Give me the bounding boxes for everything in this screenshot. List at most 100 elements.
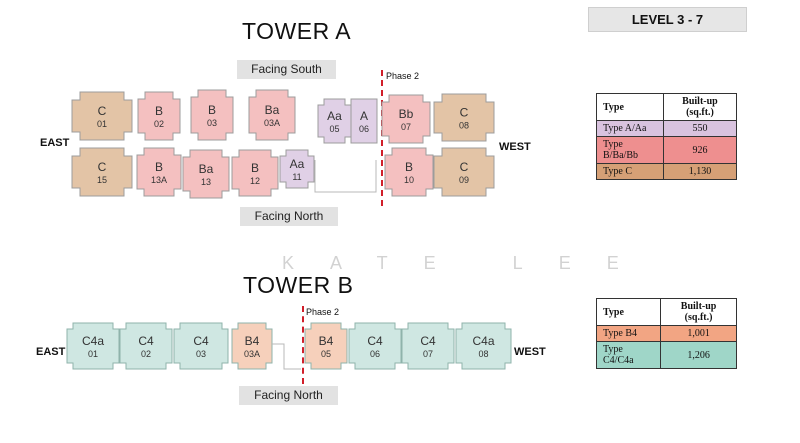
unit-shape [136,147,182,197]
unit-shape [384,147,434,197]
unit-08: C08 [433,93,495,142]
tower-b-east-label: EAST [36,346,66,358]
unit-type-label: C4 [193,334,209,348]
unit-type-label: C4 [138,334,154,348]
unit-type-label: B [251,161,259,175]
unit-shape [71,91,133,141]
unit-type-label: C [460,106,469,120]
unit-number-label: 05 [321,349,331,359]
unit-type-label: A [360,109,368,123]
unit-type-label: Aa [327,109,342,123]
unit-shape [66,322,120,370]
tower-a-legend-table: Type Built-up (sq.ft.) Type A/Aa 550 Typ… [596,93,738,180]
unit-number-label: 03A [264,118,280,128]
unit-type-label: C [98,160,107,174]
unit-number-label: 02 [154,119,164,129]
tower-b-phase-line [302,306,304,384]
tower-b-phase-label: Phase 2 [306,307,340,317]
unit-01: C01 [71,91,133,141]
tower-b-title: TOWER B [243,272,354,298]
tower-b-legend-area-header: Built-up (sq.ft.) [660,298,737,326]
unit-12: B12 [231,149,279,197]
tower-a-corridor [314,160,377,193]
tower-b-corridor [272,343,301,370]
unit-type-label: B4 [319,334,334,348]
unit-03: B03 [190,89,234,141]
unit-number-label: 11 [292,172,301,182]
unit-shape [231,322,273,370]
unit-09: C09 [433,147,495,197]
unit-type-label: Aa [290,157,305,171]
unit-type-label: C [98,104,107,118]
unit-type-label: C4a [472,334,494,348]
unit-number-label: 12 [250,176,260,186]
unit-shape [173,322,229,370]
legend-row-value: 1,206 [660,341,737,369]
unit-type-label: B [155,160,163,174]
unit-number-label: 02 [141,349,151,359]
unit-number-label: 05 [329,124,339,134]
unit-type-label: B [405,160,413,174]
unit-number-label: 07 [401,122,411,132]
unit-type-label: B4 [245,334,260,348]
tower-a-legend-type-header: Type [596,93,664,121]
unit-number-label: 01 [88,349,98,359]
unit-type-label: C4 [367,334,383,348]
tower-b-west-label: WEST [514,346,546,358]
tower-a-phase-label: Phase 2 [386,71,420,81]
tower-a-west-label: WEST [499,141,531,153]
unit-shape [71,147,133,197]
tower-a-legend-area-header: Built-up (sq.ft.) [662,93,738,121]
unit-shape [190,89,234,141]
legend-row-value: 1,001 [660,325,737,342]
unit-number-label: 03 [207,118,217,128]
legend-row-type: Type C4/C4a [595,341,662,369]
tower-a-title: TOWER A [242,18,352,44]
tower-a-east-label: EAST [40,137,70,149]
unit-shape [350,98,378,144]
unit-shape [381,94,431,144]
unit-10: B10 [384,147,434,197]
unit-number-label: 01 [97,119,107,129]
unit-shape [317,98,352,144]
unit-type-label: C4a [82,334,104,348]
tower-b-legend-type-header: Type [595,298,662,326]
legend-row-type: Type B4 [595,325,662,342]
level-badge: LEVEL 3 - 7 [588,7,747,32]
legend-row-value: 1,130 [662,163,738,180]
unit-shape [119,322,173,370]
unit-number-label: 15 [97,175,107,185]
tower-b-facing-north: Facing North [239,386,338,405]
unit-number-label: 06 [359,124,369,134]
unit-type-label: Ba [199,162,214,176]
unit-number-label: 08 [459,121,469,131]
tower-a-facing-south: Facing South [237,60,336,79]
unit-shape [348,322,402,370]
unit-number-label: 07 [423,349,433,359]
unit-number-label: 10 [404,175,414,185]
unit-shape [182,149,230,199]
unit-number-label: 13A [151,175,167,185]
unit-number-label: 03A [244,349,260,359]
unit-number-label: 03 [196,349,206,359]
unit-shape [248,89,296,141]
tower-a-phase-line [381,70,383,206]
unit-shape [401,322,455,370]
unit-type-label: B [155,104,163,118]
unit-shape [433,93,495,142]
unit-shape [304,322,348,370]
unit-02: B02 [137,91,181,141]
watermark: KATE LEE [282,253,655,273]
